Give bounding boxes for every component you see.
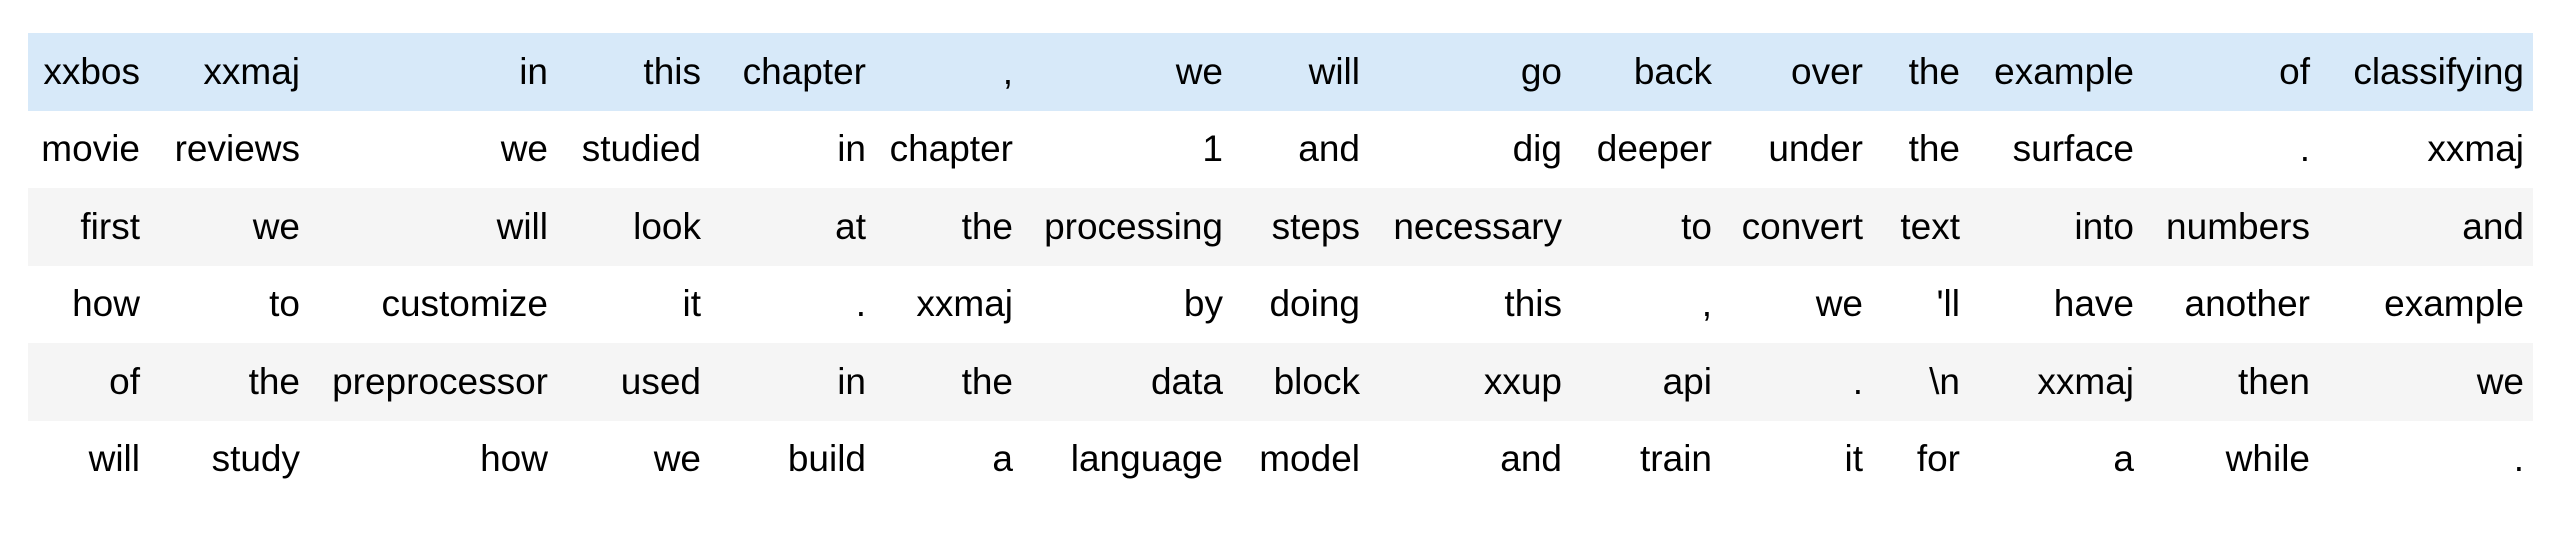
token-cell: a [2113,438,2134,480]
token-cell: xxmaj [916,283,1013,325]
token-cell: . [855,283,866,325]
token-cell: . [1852,360,1863,402]
token-cell: build [787,438,866,480]
token-cell: model [1259,438,1360,480]
token-cell: will [1308,50,1360,92]
token-cell: language [1070,438,1223,480]
token-cell: \n [1929,360,1960,402]
token-cell: numbers [2166,205,2310,247]
token-cell: and [1500,438,1562,480]
token-cell: will [496,205,548,247]
token-cell: in [519,50,548,92]
table-row: first we will look at the processing steps neces… [28,188,2533,266]
token-cell: , [1701,283,1712,325]
token-cell: . [2513,438,2524,480]
token-cell: the [961,205,1013,247]
token-cell: deeper [1596,128,1712,170]
token-cell: xxmaj [2037,360,2134,402]
token-cell: it [682,283,702,325]
token-table-container: xxbos xxmaj in this chapter, we will go back over… [28,33,2533,498]
token-cell: to [269,283,300,325]
token-cell: customize [381,283,548,325]
token-cell: text [1900,205,1960,247]
token-cell: how [480,438,548,480]
token-cell: of [109,360,140,402]
token-cell: how [72,283,140,325]
token-cell: necessary [1393,205,1562,247]
token-table: xxbos xxmaj in this chapter, we will go back over… [28,33,2533,498]
token-cell: 'll [1936,283,1960,325]
token-cell: the [1908,128,1960,170]
token-cell: example [1994,50,2134,92]
token-cell: preprocessor [332,360,548,402]
token-cell: surface [2012,128,2134,170]
token-cell: study [211,438,300,480]
token-cell: we [1175,50,1223,92]
token-cell: another [2184,283,2311,325]
token-cell: convert [1741,205,1863,247]
token-cell: to [1681,205,1712,247]
token-cell: at [835,205,866,247]
token-cell: we [2476,360,2524,402]
token-cell: data [1150,360,1223,402]
token-cell: xxup [1483,360,1562,402]
table-row: xxbos xxmaj in this chapter, we will go back over… [28,33,2533,111]
token-cell: will [88,438,140,480]
token-cell: over [1791,50,1863,92]
token-cell: xxmaj [2427,128,2524,170]
token-cell: used [620,360,701,402]
token-cell: look [633,205,701,247]
token-cell: doing [1269,283,1360,325]
token-cell: and [2462,205,2524,247]
token-cell: 1 [1202,128,1223,170]
token-cell: the [961,360,1013,402]
token-cell: . [2299,128,2310,170]
token-cell: this [1504,283,1562,325]
token-cell: train [1640,438,1712,480]
token-cell: reviews [174,128,300,170]
token-cell: xxmaj [203,50,300,92]
token-cell: api [1662,360,1712,402]
token-cell: then [2237,360,2310,402]
token-cell: , [1002,50,1013,92]
token-cell: we [252,205,300,247]
token-cell: in [837,360,866,402]
token-cell: first [80,205,140,247]
token-cell: while [2225,438,2310,480]
table-row: of the preprocessor used in the data block xxup a… [28,343,2533,421]
token-cell: studied [581,128,701,170]
token-cell: example [2384,283,2524,325]
token-cell: the [1908,50,1960,92]
table-row: will study how we build a language model and trai… [28,420,2533,498]
token-cell: it [1844,438,1864,480]
token-cell: back [1633,50,1712,92]
token-cell: we [500,128,548,170]
token-cell: dig [1512,128,1562,170]
token-cell: this [643,50,701,92]
token-cell: into [2074,205,2134,247]
token-cell: go [1520,50,1562,92]
token-cell: we [1815,283,1863,325]
token-cell: we [653,438,701,480]
token-cell: by [1183,283,1223,325]
token-cell: in [837,128,866,170]
token-cell: the [248,360,300,402]
table-row: how to customize it. xxmaj by doing this, we 'll h… [28,265,2533,343]
token-cell: for [1916,438,1960,480]
token-cell: classifying [2353,50,2524,92]
token-cell: under [1768,128,1863,170]
token-cell: chapter [889,128,1013,170]
token-cell: movie [41,128,140,170]
token-cell: a [992,438,1013,480]
token-cell: chapter [742,50,866,92]
token-cell: have [2053,283,2134,325]
token-cell: processing [1044,205,1223,247]
token-cell: and [1298,128,1360,170]
token-cell: steps [1271,205,1360,247]
token-table-body: xxbos xxmaj in this chapter, we will go back over… [28,33,2533,498]
token-cell: block [1273,360,1360,402]
token-cell: xxbos [43,50,140,92]
token-cell: of [2279,50,2310,92]
